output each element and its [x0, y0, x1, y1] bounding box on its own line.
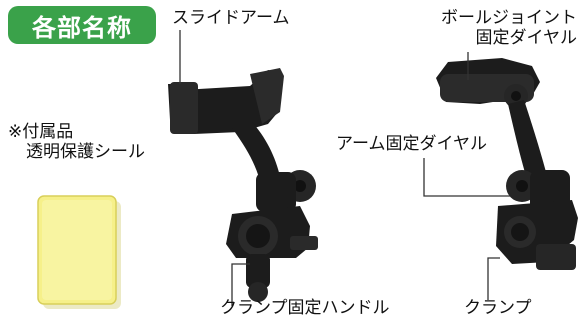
accessory-note: ※付属品 透明保護シール [8, 122, 145, 162]
label-ball-joint-line2: 固定ダイヤル [475, 28, 578, 48]
label-clamp: クランプ [464, 298, 532, 318]
section-title-badge: 各部名称 [8, 6, 156, 44]
label-arm-dial: アーム固定ダイヤル [336, 134, 487, 154]
protective-film [37, 195, 121, 309]
section-title: 各部名称 [32, 13, 132, 42]
left-mount [168, 68, 318, 302]
label-clamp-handle: クランプ固定ハンドル [220, 298, 390, 318]
leader-lines [179, 30, 510, 306]
label-ball-joint-dial: ボールジョイント 固定ダイヤル [441, 8, 577, 48]
label-slide-arm: スライドアーム [172, 8, 290, 28]
label-ball-joint-line1: ボールジョイント [441, 8, 577, 28]
accessory-line2: 透明保護シール [26, 142, 145, 162]
right-mount [436, 58, 578, 270]
accessory-line1: ※付属品 [8, 122, 74, 142]
